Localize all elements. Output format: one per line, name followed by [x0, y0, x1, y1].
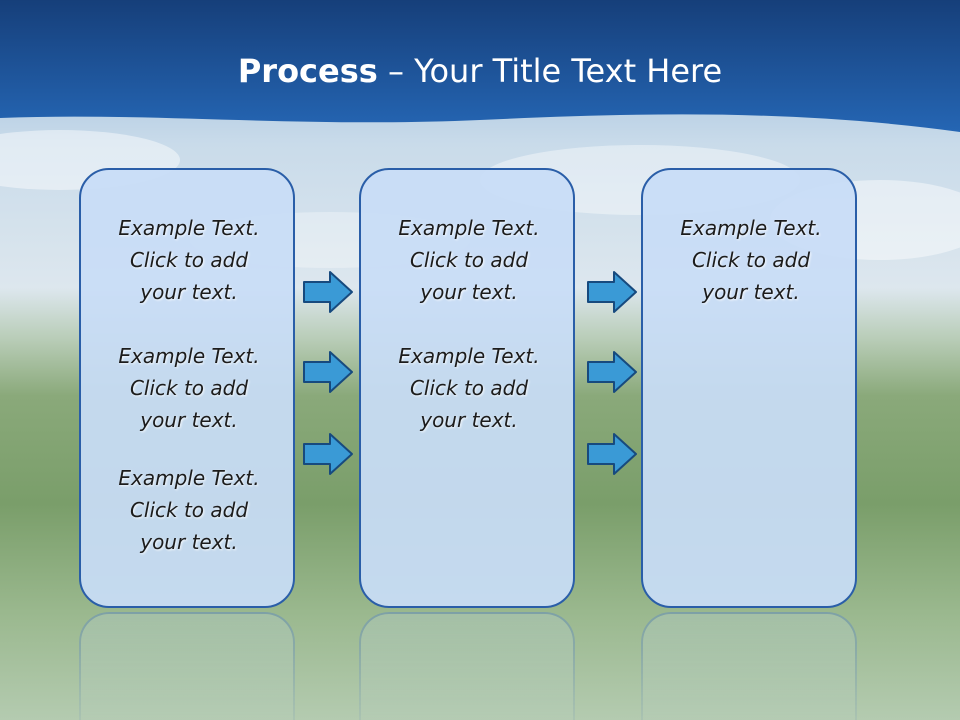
- box-reflection: [359, 612, 575, 720]
- slide-title[interactable]: Process – Your Title Text Here: [0, 52, 960, 90]
- title-sub: – Your Title Text Here: [377, 52, 723, 90]
- text-placeholder[interactable]: Example Text. Click to add your text.: [118, 466, 260, 554]
- box-reflection: [79, 612, 295, 720]
- title-main: Process: [237, 52, 378, 90]
- title-banner: [0, 0, 960, 132]
- box-reflection: [641, 612, 857, 720]
- right-arrow-icon[interactable]: [586, 432, 638, 476]
- process-box-3[interactable]: Example Text. Click to add your text.: [641, 168, 857, 608]
- right-arrow-icon[interactable]: [586, 270, 638, 314]
- right-arrow-icon[interactable]: [302, 350, 354, 394]
- right-arrow-icon[interactable]: [302, 432, 354, 476]
- text-placeholder[interactable]: Example Text. Click to add your text.: [398, 344, 540, 432]
- text-placeholder[interactable]: Example Text. Click to add your text.: [398, 216, 540, 304]
- process-box-2[interactable]: Example Text. Click to add your text. Ex…: [359, 168, 575, 608]
- right-arrow-icon[interactable]: [586, 350, 638, 394]
- text-placeholder[interactable]: Example Text. Click to add your text.: [118, 216, 260, 304]
- process-box-1[interactable]: Example Text. Click to add your text. Ex…: [79, 168, 295, 608]
- text-placeholder[interactable]: Example Text. Click to add your text.: [680, 216, 822, 304]
- right-arrow-icon[interactable]: [302, 270, 354, 314]
- text-placeholder[interactable]: Example Text. Click to add your text.: [118, 344, 260, 432]
